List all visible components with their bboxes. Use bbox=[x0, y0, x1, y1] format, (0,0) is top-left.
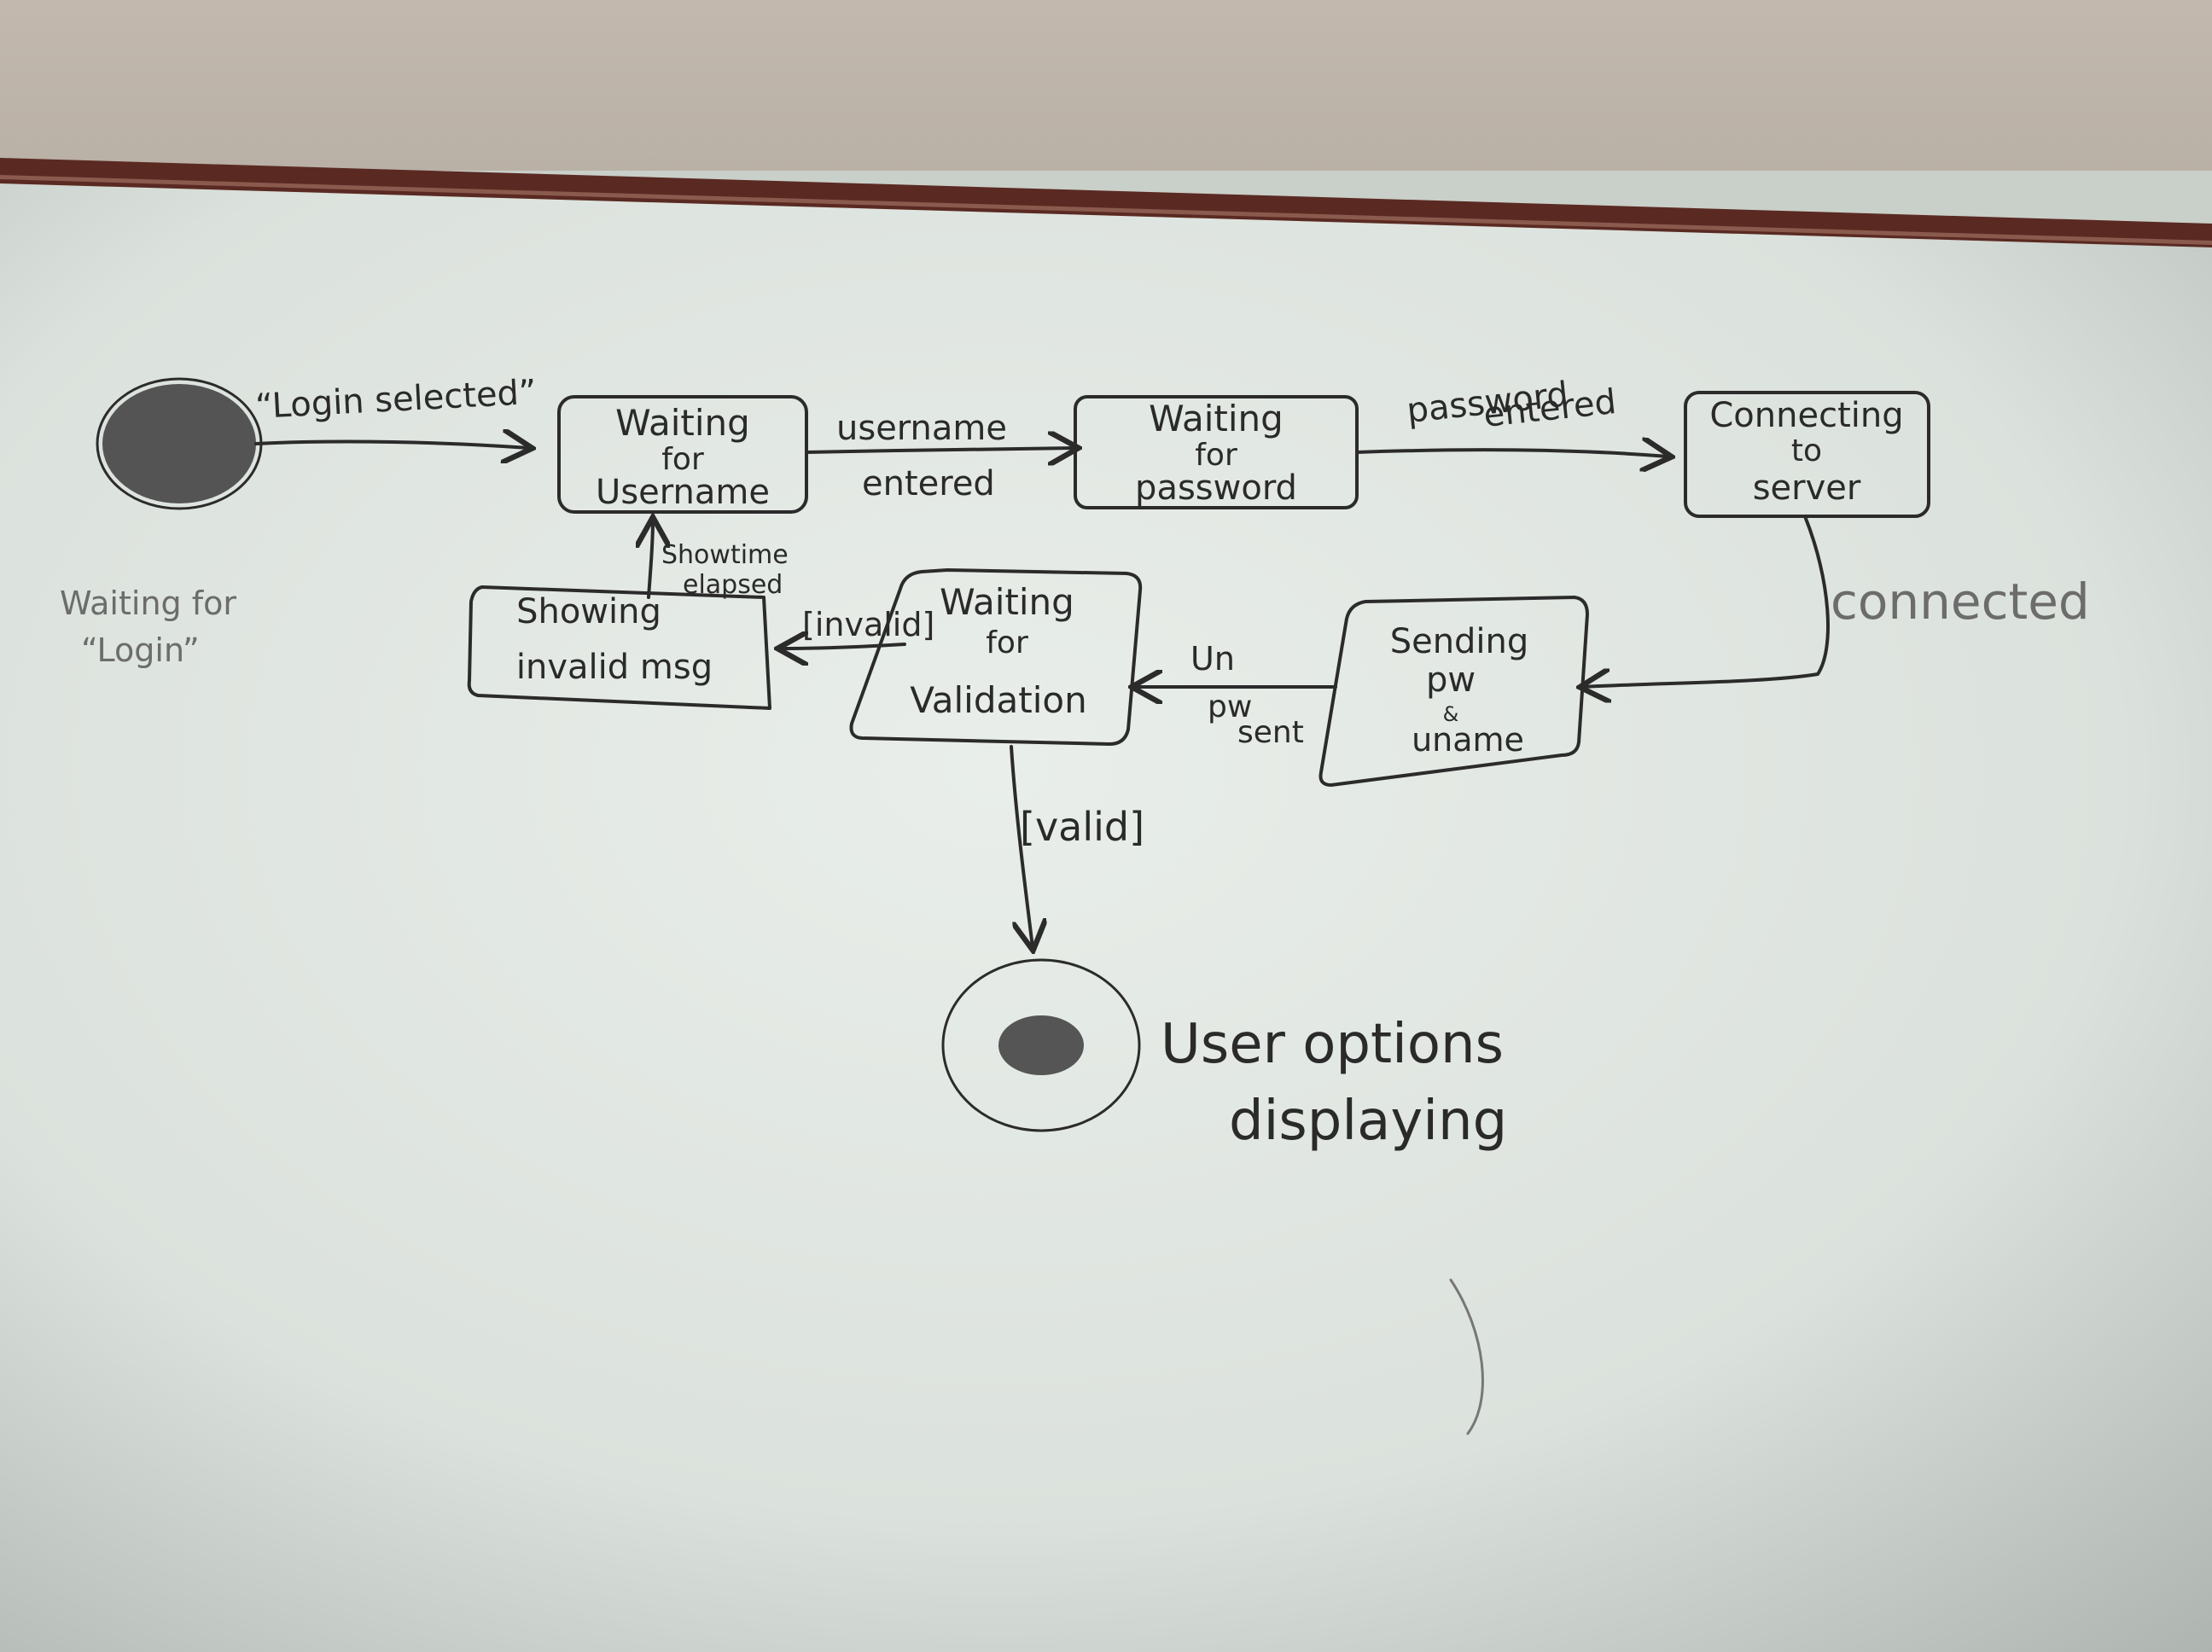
wall bbox=[0, 0, 2212, 171]
state-waiting-validation-line2: for bbox=[986, 625, 1028, 660]
state-waiting-password-line3: password bbox=[1135, 468, 1297, 508]
whiteboard-surface bbox=[0, 183, 2212, 1652]
state-sending-line2: pw bbox=[1426, 660, 1476, 700]
state-connecting-server-line1: Connecting bbox=[1709, 396, 1903, 435]
state-showing-invalid-line2: invalid msg bbox=[516, 648, 713, 687]
tray-highlight bbox=[0, 175, 2212, 245]
state-sending-line4: uname bbox=[1412, 721, 1524, 759]
state-sending-line3: & bbox=[1443, 702, 1459, 726]
state-waiting-password-line2: for bbox=[1195, 438, 1237, 473]
arrow-showtime-elapsed bbox=[649, 521, 653, 599]
state-connecting-server-line2: to bbox=[1791, 433, 1822, 468]
arrow-username-entered bbox=[805, 448, 1075, 452]
state-showing-invalid-line1: Showing bbox=[516, 592, 661, 631]
final-state-label-2: displaying bbox=[1229, 1090, 1507, 1153]
state-waiting-validation-line3: Validation bbox=[910, 679, 1086, 721]
transition-username-entered-2: entered bbox=[862, 464, 995, 503]
transition-valid: [valid] bbox=[1020, 804, 1144, 850]
state-waiting-username-line1: Waiting bbox=[615, 402, 750, 444]
state-waiting-validation-line1: Waiting bbox=[940, 581, 1074, 623]
final-state-label-1: User options bbox=[1161, 1013, 1504, 1076]
transition-username-entered-1: username bbox=[836, 409, 1007, 448]
arrow-valid bbox=[1010, 745, 1033, 947]
transition-showtime-1: Showtime bbox=[661, 540, 789, 570]
state-connecting-server-line3: server bbox=[1753, 468, 1861, 508]
transition-un-pw-sent-1: Un bbox=[1190, 640, 1235, 678]
transition-invalid: [invalid] bbox=[802, 606, 934, 643]
state-waiting-username bbox=[557, 395, 808, 514]
state-waiting-password-line1: Waiting bbox=[1149, 398, 1284, 439]
state-showing-invalid bbox=[467, 585, 771, 710]
transition-un-pw-sent-3: sent bbox=[1237, 715, 1304, 750]
transition-un-pw-sent-2: pw bbox=[1208, 689, 1252, 724]
arrow-invalid bbox=[781, 644, 906, 649]
arrow-connected bbox=[1583, 515, 1830, 687]
state-sending-line1: Sending bbox=[1390, 622, 1529, 661]
initial-state-label-1: Waiting for bbox=[60, 585, 236, 622]
final-state bbox=[941, 958, 1141, 1132]
state-waiting-validation bbox=[849, 568, 1143, 746]
state-waiting-username-line3: Username bbox=[596, 473, 770, 512]
transition-showtime-2: elapsed bbox=[683, 570, 783, 600]
state-connecting-server bbox=[1684, 391, 1930, 518]
arrow-password-entered bbox=[1355, 450, 1668, 457]
transition-connected: connected bbox=[1831, 573, 2090, 631]
initial-state bbox=[96, 377, 263, 510]
faint-scribble bbox=[1449, 1278, 1484, 1435]
arrow-login-selected bbox=[254, 442, 529, 448]
state-sending bbox=[1318, 596, 1589, 787]
state-waiting-username-line2: for bbox=[661, 442, 704, 477]
initial-state-label-2: “Login” bbox=[81, 631, 200, 669]
